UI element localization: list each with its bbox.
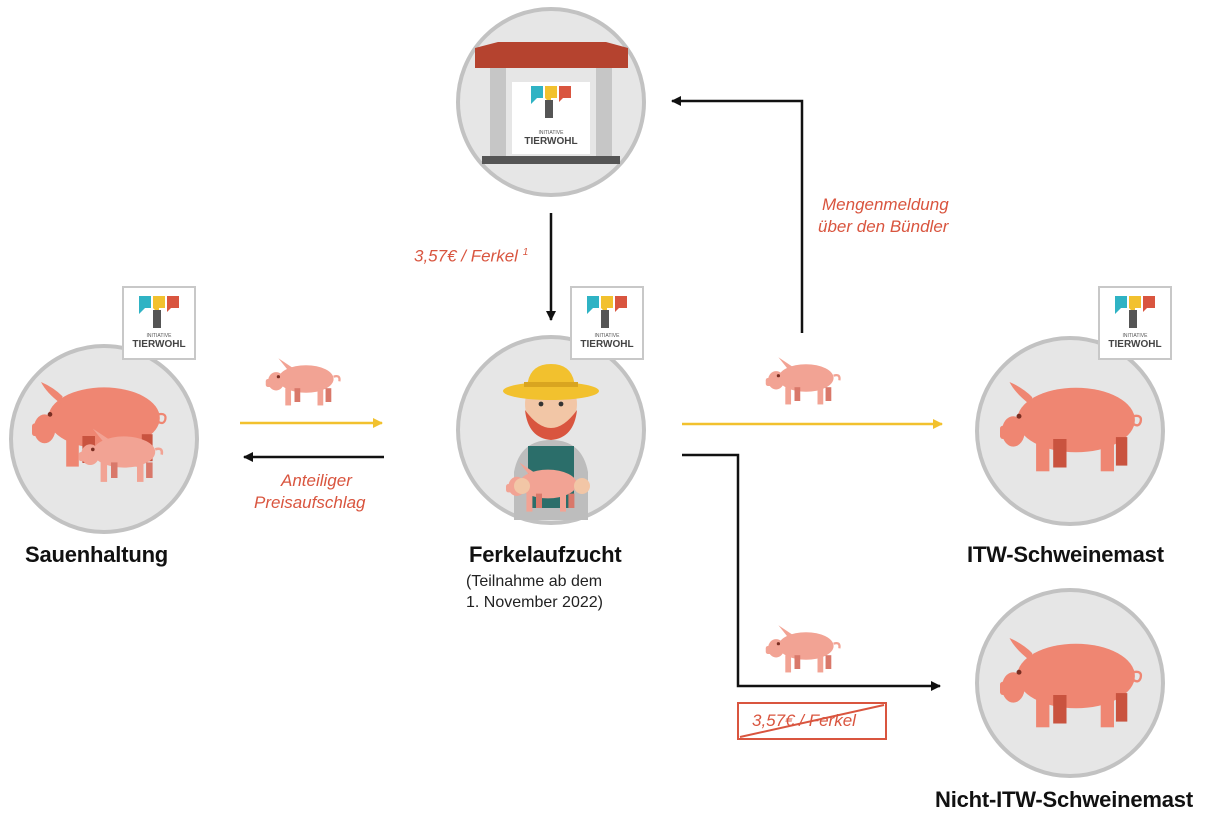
report-arrow bbox=[671, 96, 804, 333]
badge-small-text: INITIATIVE bbox=[594, 333, 620, 339]
sauenhaltung-node bbox=[9, 344, 199, 534]
badge-name: TIERWOHL bbox=[580, 339, 634, 350]
piglet-icon bbox=[764, 624, 841, 674]
payment-label-text: 3,57€ / Ferkel bbox=[414, 246, 518, 266]
tierwohl-badge-ferkelaufzucht: INITIATIVE TIERWOHL bbox=[570, 286, 644, 360]
piglet-flow-arrow-to-nicht-itw bbox=[682, 453, 941, 691]
sauenhaltung-title: Sauenhaltung bbox=[25, 542, 169, 567]
itw-schweinemast-title: ITW-Schweinemast bbox=[967, 542, 1164, 567]
stall-icon bbox=[475, 42, 628, 164]
tierwohl-badge-sauenhaltung: INITIATIVE TIERWOHL bbox=[122, 286, 196, 360]
badge-name: TIERWOHL bbox=[132, 339, 186, 350]
stall-logo-name: TIERWOHL bbox=[524, 136, 578, 147]
badge-name: TIERWOHL bbox=[1108, 339, 1162, 350]
ferkelaufzucht-subtitle-line1: (Teilnahme ab dem bbox=[466, 573, 603, 590]
tierwohl-badge-itw: INITIATIVE TIERWOHL bbox=[1098, 286, 1172, 360]
badge-small-text: INITIATIVE bbox=[146, 333, 172, 339]
farmer-icon bbox=[503, 364, 599, 520]
stall-node bbox=[456, 7, 646, 197]
itw-schweinemast-node bbox=[975, 336, 1165, 526]
nicht-itw-schweinemast-node bbox=[975, 588, 1165, 778]
ferkelaufzucht-title: Ferkelaufzucht bbox=[469, 542, 622, 567]
payment-footnote: 1 bbox=[522, 247, 529, 258]
nicht-itw-schweinemast-title: Nicht-ITW-Schweinemast bbox=[935, 787, 1193, 812]
piglet-icon bbox=[764, 356, 841, 406]
stall-logo-small-text: INITIATIVE bbox=[538, 130, 564, 136]
ferkelaufzucht-node bbox=[456, 335, 646, 525]
payment-label: 3,57€ / Ferkel 1 bbox=[414, 242, 528, 268]
surcharge-label-line1: Anteiliger bbox=[281, 471, 352, 490]
piglet-icon bbox=[264, 357, 341, 407]
ferkelaufzucht-subtitle-line2: 1. November 2022) bbox=[466, 594, 603, 611]
report-label-line2: über den Bündler bbox=[818, 217, 949, 236]
no-payment-label: 3,57€ / Ferkel bbox=[752, 711, 856, 730]
badge-small-text: INITIATIVE bbox=[1122, 333, 1148, 339]
no-payment-box bbox=[737, 702, 887, 740]
report-label-line1: Mengenmeldung bbox=[822, 195, 949, 214]
surcharge-label-line2: Preisaufschlag bbox=[254, 493, 366, 512]
